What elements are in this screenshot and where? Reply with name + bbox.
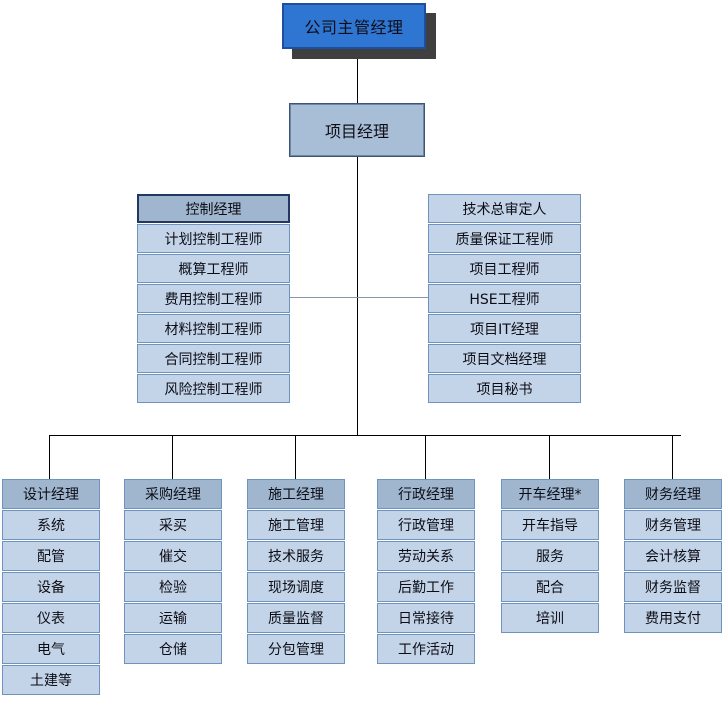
list-item[interactable]: 土建等	[2, 665, 100, 695]
list-item[interactable]: 配管	[2, 541, 100, 571]
connector-drop-design	[49, 435, 50, 479]
list-item[interactable]: 设备	[2, 572, 100, 602]
list-item[interactable]: 风险控制工程师	[137, 374, 290, 403]
connector-drop-finance	[672, 435, 673, 479]
list-item[interactable]: 服务	[501, 541, 599, 571]
connector-drop-startup	[549, 435, 550, 479]
project-manager-label: 项目经理	[290, 104, 424, 156]
list-item[interactable]: 财务管理	[624, 510, 722, 540]
column-startup-manager: 开车经理* 开车指导 服务 配合 培训	[501, 479, 599, 633]
executive-box[interactable]: 公司主管经理	[282, 3, 426, 49]
column-control-manager: 控制经理 计划控制工程师 概算工程师 费用控制工程师 材料控制工程师 合同控制工…	[137, 194, 290, 403]
list-item[interactable]: 系统	[2, 510, 100, 540]
connector-executive-to-pm	[357, 49, 358, 103]
list-item[interactable]: 催交	[124, 541, 222, 571]
list-item[interactable]: 现场调度	[247, 572, 345, 602]
column-construction-manager: 施工经理 施工管理 技术服务 现场调度 质量监督 分包管理	[247, 479, 345, 664]
list-item[interactable]: 施工管理	[247, 510, 345, 540]
list-item[interactable]: 劳动关系	[377, 541, 475, 571]
column-header-control-manager[interactable]: 控制经理	[137, 194, 290, 223]
list-item[interactable]: 后勤工作	[377, 572, 475, 602]
list-item[interactable]: 采买	[124, 510, 222, 540]
connector-pm-to-control	[290, 297, 358, 298]
list-item[interactable]: 技术服务	[247, 541, 345, 571]
list-item[interactable]: 分包管理	[247, 634, 345, 664]
connector-drop-admin	[425, 435, 426, 479]
list-item[interactable]: 运输	[124, 603, 222, 633]
list-item[interactable]: 费用支付	[624, 603, 722, 633]
list-item[interactable]: 电气	[2, 634, 100, 664]
list-item[interactable]: 计划控制工程师	[137, 224, 290, 253]
list-item[interactable]: 概算工程师	[137, 254, 290, 283]
connector-pm-trunk	[357, 157, 358, 435]
connector-pm-to-tech	[357, 297, 428, 298]
list-item[interactable]: 费用控制工程师	[137, 284, 290, 313]
column-administration-manager: 行政经理 行政管理 劳动关系 后勤工作 日常接待 工作活动	[377, 479, 475, 664]
list-item[interactable]: 合同控制工程师	[137, 344, 290, 373]
list-item[interactable]: 财务监督	[624, 572, 722, 602]
column-header-administration-manager[interactable]: 行政经理	[377, 479, 475, 509]
list-item[interactable]: 项目秘书	[428, 374, 581, 403]
column-procurement-manager: 采购经理 采买 催交 检验 运输 仓储	[124, 479, 222, 664]
list-item[interactable]: 行政管理	[377, 510, 475, 540]
list-item[interactable]: 项目IT经理	[428, 314, 581, 343]
column-technical-reviewer: 技术总审定人 质量保证工程师 项目工程师 HSE工程师 项目IT经理 项目文档经…	[428, 194, 581, 403]
list-item[interactable]: 项目工程师	[428, 254, 581, 283]
connector-drop-procure	[172, 435, 173, 479]
project-manager-box[interactable]: 项目经理	[289, 103, 425, 157]
list-item[interactable]: 培训	[501, 603, 599, 633]
list-item[interactable]: 日常接待	[377, 603, 475, 633]
connector-bottom-bus	[49, 435, 681, 436]
list-item[interactable]: 材料控制工程师	[137, 314, 290, 343]
column-header-procurement-manager[interactable]: 采购经理	[124, 479, 222, 509]
column-header-design-manager[interactable]: 设计经理	[2, 479, 100, 509]
list-item[interactable]: 开车指导	[501, 510, 599, 540]
list-item[interactable]: 工作活动	[377, 634, 475, 664]
column-header-technical-reviewer[interactable]: 技术总审定人	[428, 194, 581, 223]
list-item[interactable]: HSE工程师	[428, 284, 581, 313]
column-header-finance-manager[interactable]: 财务经理	[624, 479, 722, 509]
connector-drop-constr	[295, 435, 296, 479]
column-header-startup-manager[interactable]: 开车经理*	[501, 479, 599, 509]
list-item[interactable]: 仓储	[124, 634, 222, 664]
list-item[interactable]: 项目文档经理	[428, 344, 581, 373]
list-item[interactable]: 质量监督	[247, 603, 345, 633]
list-item[interactable]: 检验	[124, 572, 222, 602]
list-item[interactable]: 质量保证工程师	[428, 224, 581, 253]
column-finance-manager: 财务经理 财务管理 会计核算 财务监督 费用支付	[624, 479, 722, 633]
list-item[interactable]: 仪表	[2, 603, 100, 633]
list-item[interactable]: 配合	[501, 572, 599, 602]
list-item[interactable]: 会计核算	[624, 541, 722, 571]
column-design-manager: 设计经理 系统 配管 设备 仪表 电气 土建等	[2, 479, 100, 695]
column-header-construction-manager[interactable]: 施工经理	[247, 479, 345, 509]
